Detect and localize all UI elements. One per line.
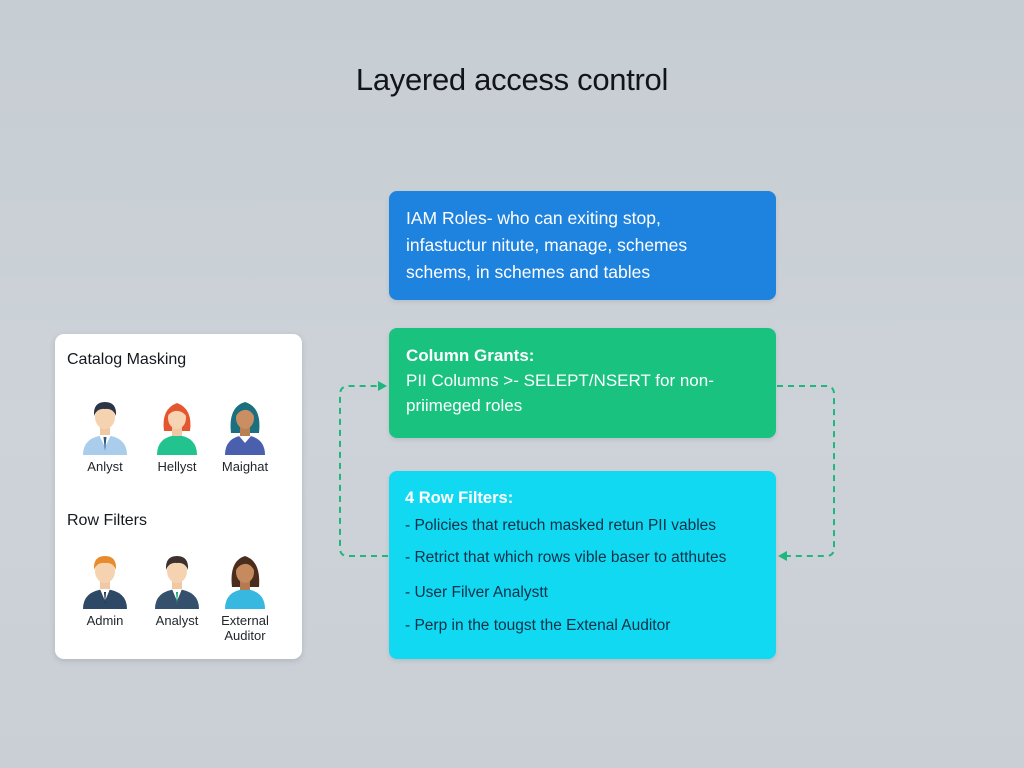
- person-card-analyst: Analyst: [140, 551, 214, 629]
- female-auditor-avatar-icon: [225, 556, 265, 609]
- left-connector: [339, 385, 388, 557]
- person-label: Hellyst: [157, 459, 197, 474]
- person-card-maighat: Maighat: [208, 397, 282, 475]
- female-teal-hair-avatar-icon: [225, 402, 265, 455]
- iam-roles-box: IAM Roles- who can exiting stop, infastu…: [389, 191, 776, 300]
- person-label: Analyst: [155, 613, 199, 628]
- male-admin-avatar-icon: [83, 556, 127, 609]
- right-arrowhead: [778, 551, 787, 561]
- male-analyst-avatar-icon: [83, 402, 127, 455]
- person-label: Admin: [86, 613, 124, 628]
- row-filters-heading: Row Filters: [67, 512, 148, 529]
- catalog-masking-heading: Catalog Masking: [67, 351, 187, 368]
- column-grants-box: Column Grants: PII Columns >- SELEPT/NSE…: [389, 328, 776, 438]
- person-card-hellyst: Hellyst: [140, 397, 214, 475]
- row-filter-item: - Perp in the tougst the Extenal Auditor: [405, 617, 671, 634]
- person-label: External Auditor: [221, 613, 269, 643]
- left-arrowhead: [378, 381, 387, 391]
- iam-line: infastuctur nitute, manage, schemes: [406, 235, 688, 255]
- column-grants-line: priimeged roles: [406, 396, 523, 415]
- iam-line: schems, in schemes and tables: [406, 262, 651, 282]
- row-filters-title: 4 Row Filters:: [405, 489, 514, 507]
- person-card-anlyst: Anlyst: [68, 397, 142, 475]
- iam-line: IAM Roles- who can exiting stop,: [406, 208, 661, 228]
- page-title: Layered access control: [355, 62, 669, 97]
- person-label: Maighat: [221, 459, 269, 474]
- person-label: Anlyst: [87, 459, 123, 474]
- roles-panel: Catalog Masking Anlyst Hellyst: [55, 334, 302, 659]
- column-grants-title: Column Grants:: [406, 346, 535, 365]
- row-filter-item: - Retrict that which rows vible baser to…: [405, 549, 727, 566]
- row-filter-item: - Policies that retuch masked retun PII …: [405, 517, 717, 534]
- row-filter-item: - User Filver Analystt: [405, 584, 548, 601]
- column-grants-line: PII Columns >- SELEPT/NSERT for non-: [406, 371, 714, 390]
- person-card-external-auditor: External Auditor: [208, 551, 282, 643]
- right-connector: [777, 385, 835, 557]
- person-card-admin: Admin: [68, 551, 142, 629]
- row-filters-box: 4 Row Filters: - Policies that retuch ma…: [389, 471, 776, 659]
- female-redhead-avatar-icon: [157, 403, 197, 455]
- male-analyst-avatar-icon: [155, 556, 199, 609]
